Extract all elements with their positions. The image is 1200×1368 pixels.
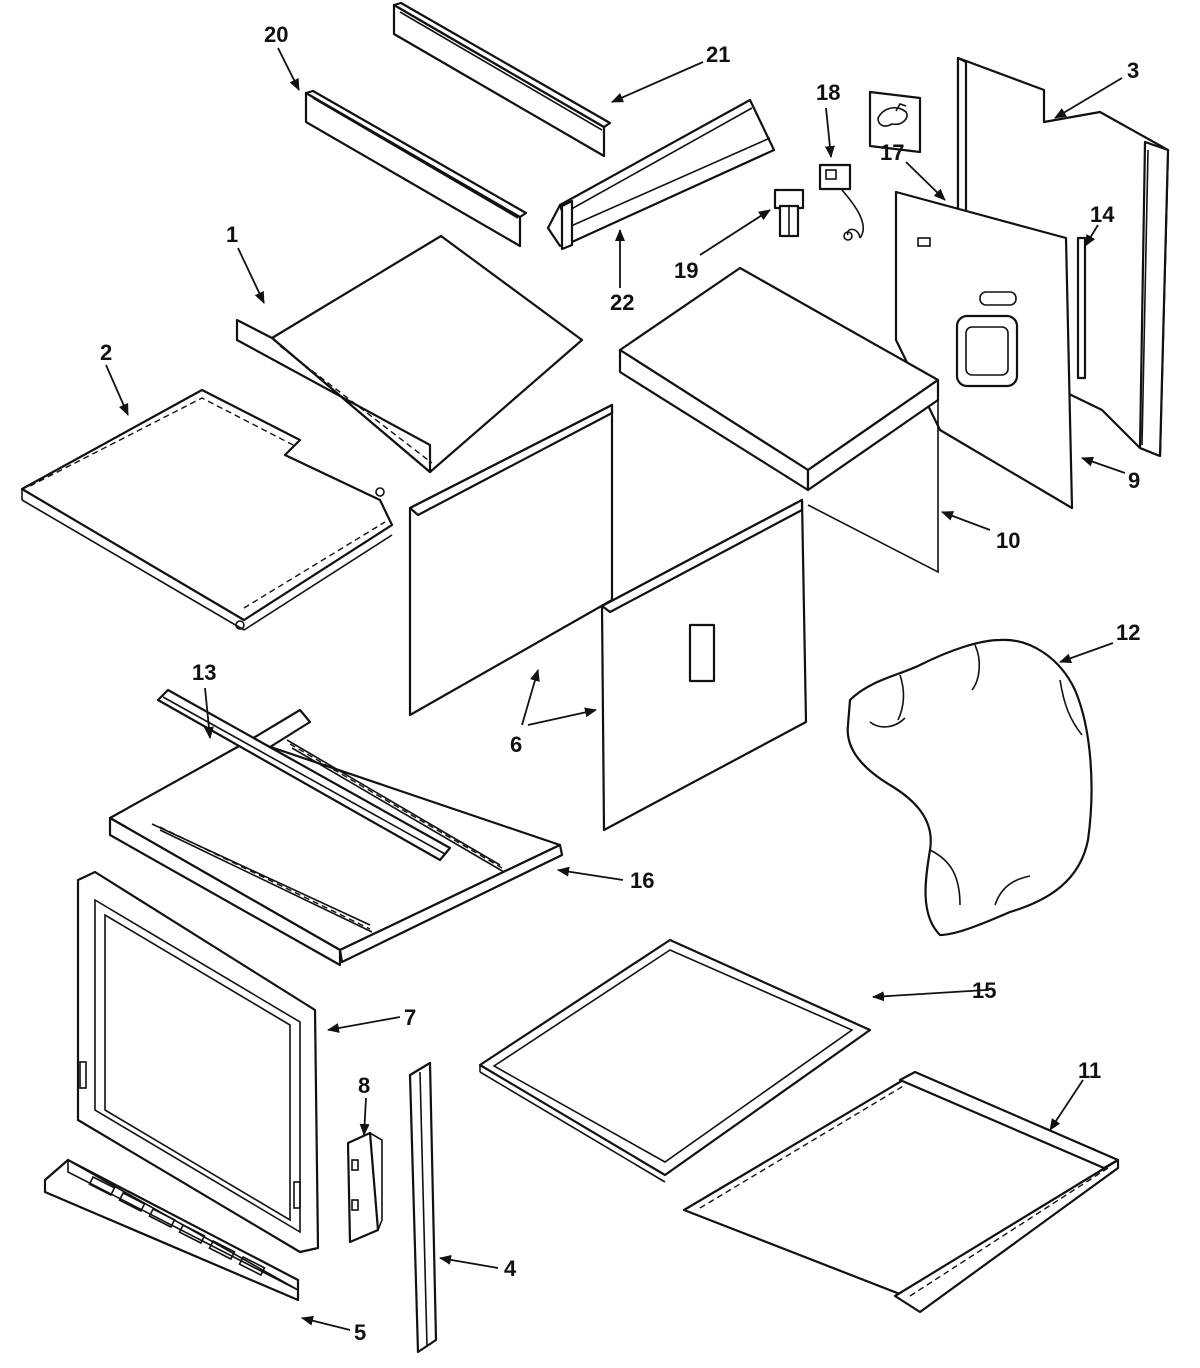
callout-19: 19: [674, 258, 698, 283]
part-13-rail: [156, 688, 452, 862]
callout-13: 13: [192, 660, 216, 685]
part-7-door-frame: [76, 870, 320, 1254]
callout-20: 20: [264, 22, 288, 47]
part-8-bracket: [346, 1131, 383, 1244]
part-1-panel: [235, 234, 584, 474]
callout-1: 1: [226, 222, 238, 247]
callout-3: 3: [1127, 58, 1139, 83]
callout-2: 2: [100, 340, 112, 365]
part-19-socket: [773, 188, 805, 238]
part-5-vent-strip: [43, 1158, 300, 1302]
part-9-liner-panel: [894, 190, 1074, 510]
callout-7: 7: [404, 1005, 416, 1030]
callout-17: 17: [880, 140, 904, 165]
callout-4: 4: [504, 1256, 517, 1281]
callout-18: 18: [816, 80, 840, 105]
part-21-trim-strip: [392, 1, 612, 158]
callout-15: 15: [972, 978, 996, 1003]
part-2-panel: [20, 388, 394, 631]
callout-12: 12: [1116, 620, 1140, 645]
part-20-trim-strip: [304, 89, 528, 248]
part-14-rail: [1076, 236, 1087, 380]
part-10-insulation-block: [618, 266, 940, 574]
callout-22: 22: [610, 290, 634, 315]
part-6-side-panel-right: [600, 498, 808, 832]
callout-8: 8: [358, 1073, 370, 1098]
part-4-vertical-trim: [408, 1061, 438, 1354]
leader-lines: [105, 47, 1126, 1331]
part-15-tray: [478, 938, 872, 1183]
callout-11: 11: [1078, 1058, 1101, 1083]
callout-16: 16: [630, 868, 654, 893]
part-17-label-card: [868, 90, 922, 154]
part-12-insulation-blanket: [846, 638, 1093, 937]
callout-14: 14: [1090, 202, 1115, 227]
callout-5: 5: [354, 1320, 366, 1345]
part-18-switch: [818, 163, 865, 241]
callout-10: 10: [996, 528, 1020, 553]
part-11-floor-panel: [682, 1070, 1120, 1314]
part-6-side-panel-left: [408, 403, 614, 717]
part-16-bottom-frame: [108, 708, 564, 967]
callout-6: 6: [510, 732, 522, 757]
part-22-channel: [546, 98, 776, 251]
callout-21: 21: [706, 42, 730, 67]
callout-9: 9: [1128, 468, 1140, 493]
callout-labels: 20 21 3 18 17 14 1 19 22 2 9 10 12 13 6 …: [100, 22, 1140, 1345]
